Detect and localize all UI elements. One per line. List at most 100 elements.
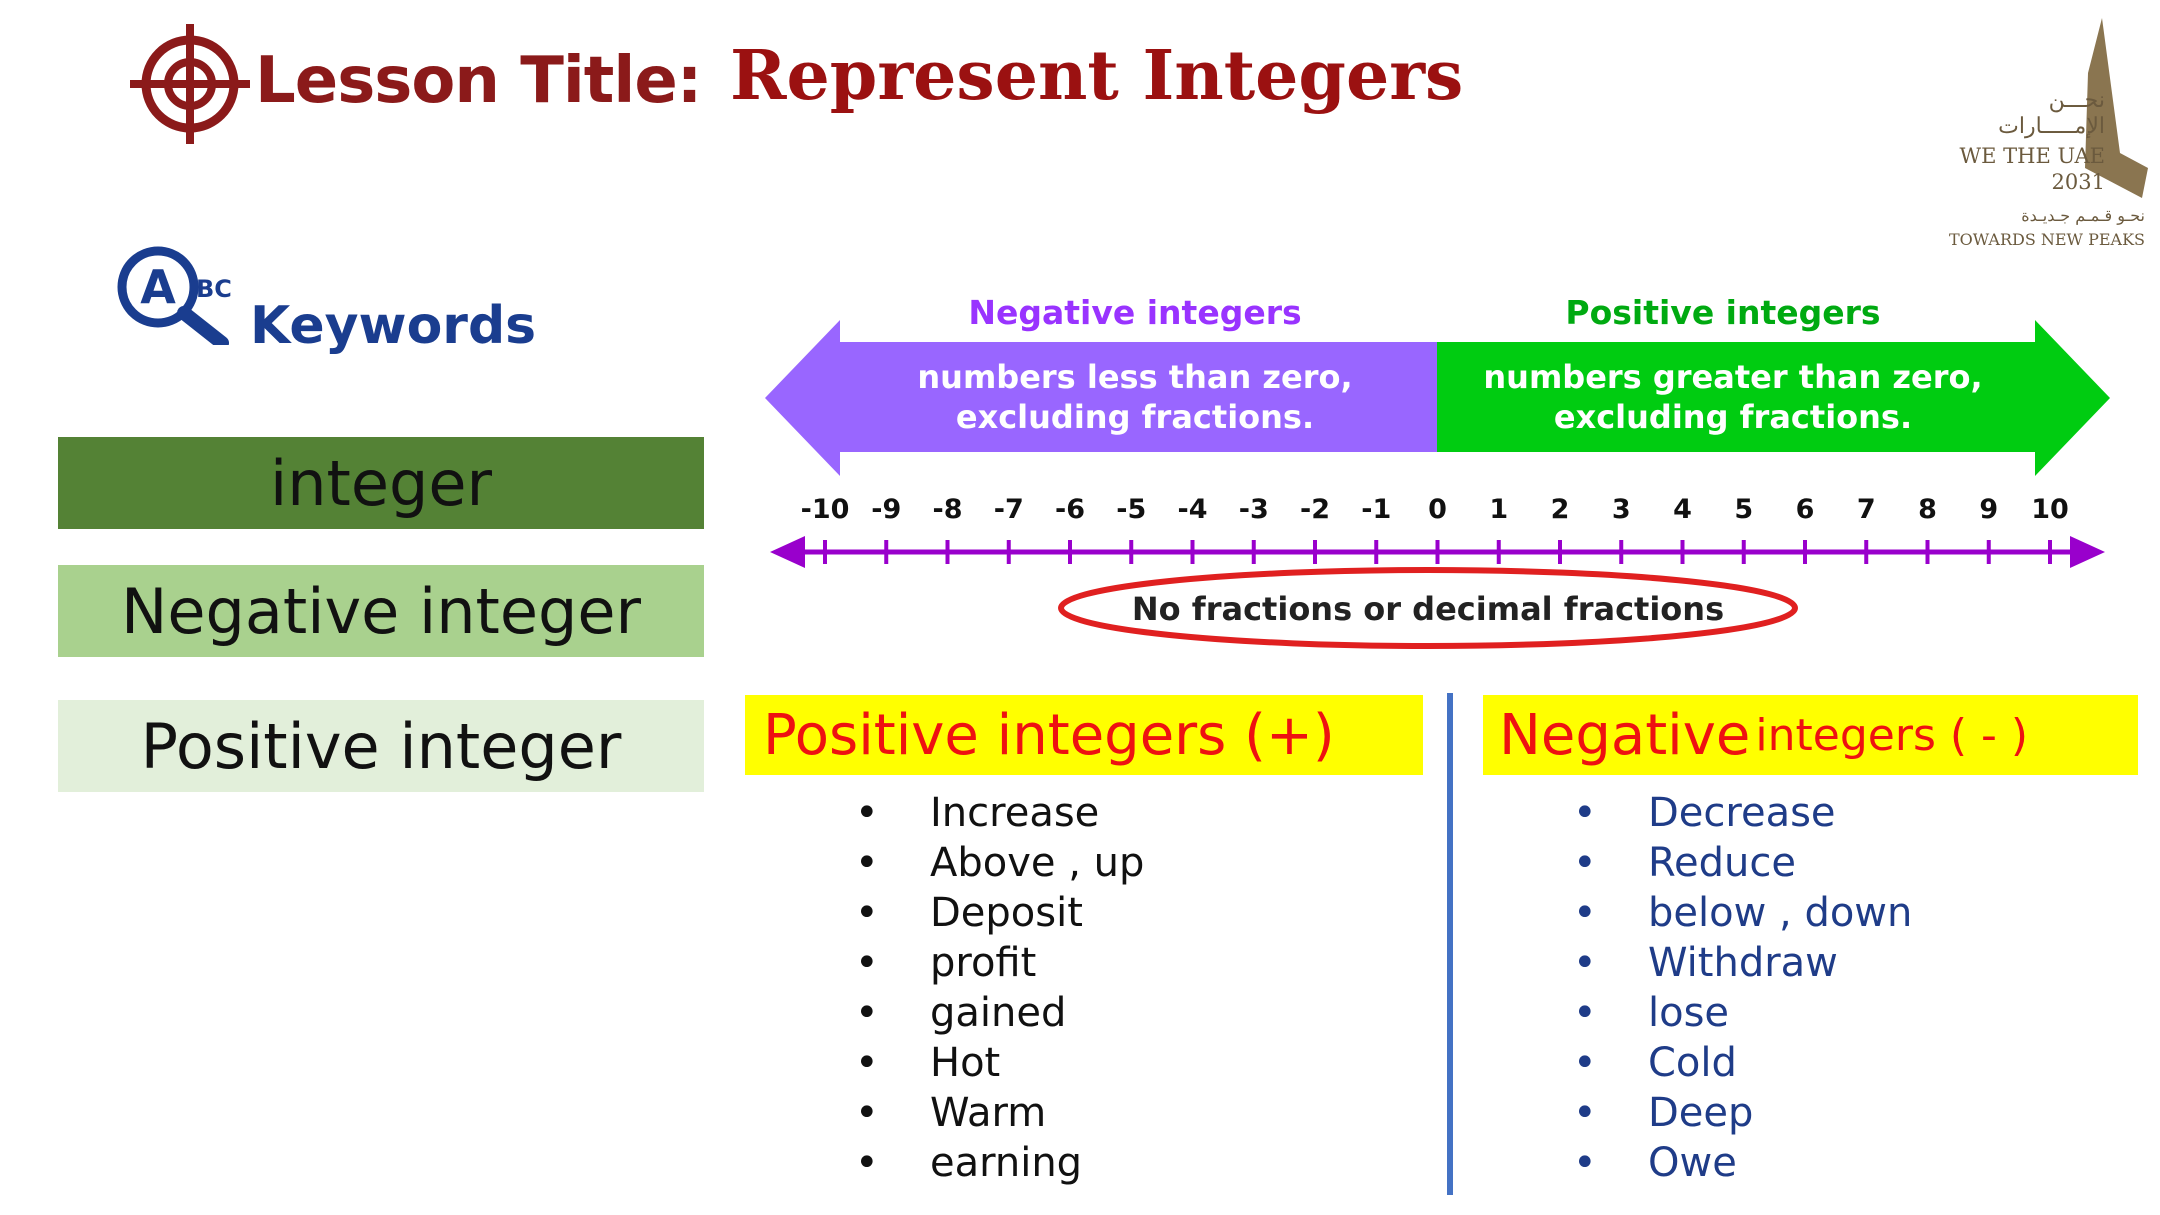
tick-label: 6 [1796,494,1815,525]
bullet-icon: • [855,990,879,1036]
keyword-label: Positive integer [140,709,622,783]
tick-label: 10 [2031,494,2069,525]
keyword-label: Negative integer [121,574,641,648]
axis-arrow-left [770,536,805,568]
negative-heading-small: integers ( - ) [1755,709,2029,761]
negative-integers-heading: Negative integers ( - ) [1483,695,2138,775]
bullet-icon: • [855,1040,879,1086]
note-ring [1058,567,1798,649]
keyword-negative-integer: Negative integer [58,565,704,657]
list-item-text: gained [930,990,1067,1036]
negative-heading-big: Negative [1499,702,1751,768]
list-item: • Withdraw [1573,938,1912,988]
logo-mark-icon [2085,18,2148,198]
list-item-text: below , down [1648,890,1913,936]
no-fractions-note: No fractions or decimal fractions [1132,590,1724,628]
list-item-text: Deposit [930,890,1083,936]
list-item-text: lose [1648,990,1730,1036]
list-item: • below , down [1573,888,1912,938]
list-item: • gained [855,988,1144,1038]
list-item-text: Reduce [1648,840,1796,886]
abc-icon-small: BC [196,275,232,303]
list-item-text: Deep [1648,1090,1754,1136]
list-item-text: Warm [930,1090,1047,1136]
tick-label: 3 [1612,494,1631,525]
logo-arabic-3: نحـو قـمـم جـديـدة [2021,206,2145,225]
bullet-icon: • [855,790,879,836]
tick-label: -10 [801,494,850,525]
list-item: • earning [855,1138,1144,1188]
tick-label: -7 [994,494,1024,525]
positive-heading-text: Positive integers (+) [763,702,1335,768]
lesson-title: Represent Integers [730,36,1464,116]
logo-english-2: TOWARDS NEW PEAKS [1948,230,2145,249]
keyword-label: integer [270,446,492,520]
tick-label: -9 [871,494,901,525]
tick-label: -1 [1361,494,1391,525]
keyword-integer: integer [58,437,704,529]
bullet-icon: • [855,1140,879,1186]
logo-year: 2031 [2051,170,2105,194]
positive-desc-line2: excluding fractions. [1554,398,1912,436]
target-icon [130,24,250,144]
keyword-positive-integer: Positive integer [58,700,704,792]
list-item-text: earning [930,1140,1083,1186]
bullet-icon: • [1573,1090,1597,1136]
we-the-uae-logo: نحـــن الإمـــــارات WE THE UAE 2031 نحـ… [1949,18,2150,258]
list-item: • Hot [855,1038,1144,1088]
list-item: •Owe [1573,1138,1912,1188]
list-item: • Deep [1573,1088,1912,1138]
bullet-icon: • [855,1090,879,1136]
tick-label: 0 [1428,494,1447,525]
list-item-text: Withdraw [1648,940,1838,986]
tick-label: 1 [1489,494,1508,525]
negative-integers-title: Negative integers [968,293,1301,332]
negative-keywords-list: • Decrease • Reduce • below , down • Withdraw • l… [1573,788,1912,1188]
list-item-text: Cold [1648,1040,1737,1086]
axis-arrow-right [2070,536,2105,568]
list-item: •Deposit [855,888,1144,938]
list-item-text: Decrease [1648,790,1836,836]
abc-icon-letter: A [140,260,176,314]
list-item-text: profit [930,940,1037,986]
integer-number-line-diagram: Negative integers numbers less than zero… [765,293,2110,649]
list-item: • profit [855,938,1144,988]
positive-keywords-list: •Increase•Above , up•Deposit•profit•gain… [855,788,1144,1188]
positive-integers-title: Positive integers [1565,293,1880,332]
tick-label: 2 [1551,494,1570,525]
negative-desc-line1: numbers less than zero, [917,358,1352,396]
tick-label: -6 [1055,494,1085,525]
section-divider [1447,693,1453,1195]
bullet-icon: • [1573,790,1597,836]
tick-label: -3 [1239,494,1269,525]
tick-label: -2 [1300,494,1330,525]
positive-integers-heading: Positive integers (+) [745,695,1423,775]
list-item-text: Increase [930,790,1100,836]
list-item-text: Hot [930,1040,1001,1086]
tick-label: 8 [1918,494,1937,525]
logo-english-1: WE THE UAE [1959,144,2105,168]
negative-desc-line2: excluding fractions. [956,398,1314,436]
positive-desc-line1: numbers greater than zero, [1483,358,1982,396]
tick-label: -5 [1116,494,1146,525]
keywords-label: Keywords [250,296,537,356]
logo-arabic-1: نحـــن [2048,88,2105,113]
tick-label: 9 [1979,494,1998,525]
positive-arrow [1437,320,2110,476]
list-item-text: Above , up [930,840,1145,886]
bullet-icon: • [1573,1040,1597,1086]
list-item-text: Owe [1648,1140,1737,1186]
list-item: • Cold [1573,1038,1912,1088]
bullet-icon: • [1573,990,1597,1036]
bullet-icon: • [1573,940,1597,986]
bullet-icon: • [1573,890,1597,936]
bullet-icon: • [855,940,879,986]
bullet-icon: • [1573,840,1597,886]
tick-label: 4 [1673,494,1692,525]
tick-label: -4 [1178,494,1208,525]
list-item: • Warm [855,1088,1144,1138]
tick-label: -8 [933,494,963,525]
logo-arabic-2: الإمـــــارات [1998,114,2105,139]
tick-label: 7 [1857,494,1876,525]
bullet-icon: • [855,840,879,886]
